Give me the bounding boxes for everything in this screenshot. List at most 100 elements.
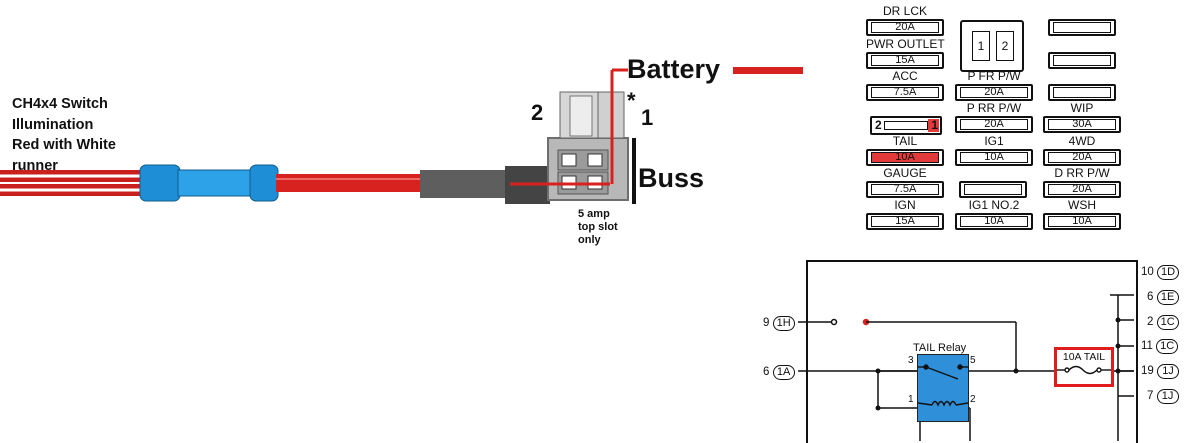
- pin-num: 2: [1147, 316, 1154, 328]
- slot-2-label: 2: [531, 100, 544, 125]
- connector-code: 1C: [1156, 315, 1179, 330]
- relay-socket-pin-1: 1: [972, 31, 990, 61]
- relay-pin-5: 5: [970, 355, 976, 366]
- tail-fuse-label: 10A TAIL: [1062, 351, 1106, 363]
- fuse-value: 10A: [1072, 215, 1092, 227]
- connector-left-1h: 9 1H: [763, 315, 795, 331]
- fuse-d-rr-pw: D RR P/W 20A: [1043, 167, 1121, 198]
- slot-1-label: 1: [641, 105, 654, 130]
- fuse-value: 20A: [895, 21, 915, 33]
- connector-right-1d: 10 1D: [1141, 264, 1180, 280]
- connector-right-1c-11: 11 1C: [1141, 338, 1179, 354]
- empty-fuse-slot: [1048, 84, 1116, 101]
- fuse-ig1: IG1 10A: [955, 135, 1033, 166]
- fuse-label: PWR OUTLET: [866, 37, 945, 51]
- fuse-block: 15A: [866, 213, 944, 230]
- fuse-block: 20A: [1043, 149, 1121, 166]
- connector-right-1j-7: 7 1J: [1147, 388, 1179, 404]
- fuse-block: 20A: [866, 19, 944, 36]
- buss-label: Buss: [638, 163, 705, 193]
- wire-note-line1: CH4x4 Switch: [12, 96, 108, 112]
- empty-fuse-slot: [1048, 19, 1116, 36]
- fuse-label: D RR P/W: [1054, 166, 1110, 180]
- relay-pin-1: 1: [908, 394, 914, 405]
- red-lead-wire: [276, 174, 421, 192]
- fuse-label: IG1 NO.2: [968, 198, 1020, 212]
- add-a-circuit-tap: [510, 91, 629, 201]
- tail-relay: [917, 354, 969, 422]
- fuse-label: WSH: [1068, 198, 1096, 212]
- connector-code: 1C: [1156, 339, 1179, 354]
- fuse-value: 7.5A: [893, 183, 917, 195]
- fuse-label: P FR P/W: [967, 69, 1021, 83]
- fuse-block: 15A: [866, 52, 944, 69]
- connector-code: 1A: [772, 365, 795, 380]
- fuse-block: 10A: [1043, 213, 1121, 230]
- connector-right-1e: 6 1E: [1147, 289, 1179, 305]
- fuse-value: 20A: [1072, 183, 1092, 195]
- fuse-value: 15A: [895, 215, 915, 227]
- fuse-block: 10A: [866, 149, 944, 166]
- fuse-label: ACC: [892, 69, 918, 83]
- connector-right-1c: 2 1C: [1147, 314, 1179, 330]
- fuse-value: 7.5A: [893, 86, 917, 98]
- fuse-value: 10A: [984, 151, 1004, 163]
- butt-connector: [139, 164, 279, 202]
- fuse-label: GAUGE: [883, 166, 927, 180]
- connector-code: 1J: [1157, 364, 1179, 379]
- slot-note: 5 amp top slot only: [578, 208, 618, 247]
- fuse-p-fr-pw: P FR P/W 20A: [955, 70, 1033, 101]
- connector-code: 1D: [1157, 265, 1180, 280]
- battery-label: Battery: [627, 54, 721, 84]
- fuse-value: 10A: [895, 151, 915, 163]
- tail-relay-title: TAIL Relay: [913, 342, 967, 354]
- fuse-label: DR LCK: [882, 4, 927, 18]
- fuse-ig1-no2: IG1 NO.2 10A: [955, 199, 1033, 230]
- fuse-gauge: GAUGE 7.5A: [866, 167, 944, 198]
- slot-note-line1: 5 amp: [578, 208, 610, 220]
- fuse-dr-lck: DR LCK 20A: [866, 5, 944, 36]
- fuse-acc: ACC 7.5A: [866, 70, 944, 101]
- fuse-block: 7.5A: [866, 181, 944, 198]
- fuse-value: 30A: [1072, 118, 1092, 130]
- switch-wire-note: CH4x4 Switch Illumination Red with White…: [12, 94, 116, 176]
- connector-code: 1J: [1156, 389, 1179, 404]
- tail-switch-right: 1: [931, 118, 938, 132]
- fuse-value: 15A: [895, 54, 915, 66]
- fuse-wip: WIP 30A: [1043, 102, 1121, 133]
- fuse-block: 20A: [955, 116, 1033, 133]
- relay-pin-3: 3: [908, 355, 914, 366]
- tail-circuit-schematic: [806, 260, 1138, 443]
- pin-num: 10: [1141, 266, 1154, 278]
- tail-switch-slot: 2 1: [870, 116, 942, 135]
- pin-num: 6: [1147, 291, 1154, 303]
- pin-num: 9: [763, 317, 770, 329]
- relay-symbol: [917, 364, 969, 407]
- fuse-wsh: WSH 10A: [1043, 199, 1121, 230]
- fuse-label: WIP: [1070, 101, 1094, 115]
- fuse-block: 20A: [955, 84, 1033, 101]
- fuse-block: 20A: [1043, 181, 1121, 198]
- fuse-label: IG1: [984, 134, 1004, 148]
- pin-num: 6: [763, 366, 770, 378]
- slot-note-line3: only: [578, 234, 601, 246]
- fuse-label: P RR P/W: [966, 101, 1022, 115]
- fuse-4wd: 4WD 20A: [1043, 135, 1121, 166]
- pin-num: 11: [1141, 340, 1153, 352]
- fuse-tail: TAIL 10A: [866, 135, 944, 166]
- fuse-value: 20A: [1072, 151, 1092, 163]
- fuse-value: 10A: [984, 215, 1004, 227]
- fuse-block: 30A: [1043, 116, 1121, 133]
- fuse-label: TAIL: [892, 134, 918, 148]
- pin-num: 7: [1147, 390, 1154, 402]
- fuse-ign: IGN 15A: [866, 199, 944, 230]
- pin-num: 19: [1141, 365, 1154, 377]
- connector-code: 1E: [1156, 290, 1179, 305]
- empty-fuse-slot: [959, 181, 1027, 198]
- fuse-value: 20A: [984, 86, 1004, 98]
- battery-feed-line: [610, 67, 803, 184]
- fuse-symbol: [1057, 365, 1111, 375]
- fuse-label: 4WD: [1068, 134, 1096, 148]
- wire-note-line4: runner: [12, 157, 58, 174]
- fuse-value: 20A: [984, 118, 1004, 130]
